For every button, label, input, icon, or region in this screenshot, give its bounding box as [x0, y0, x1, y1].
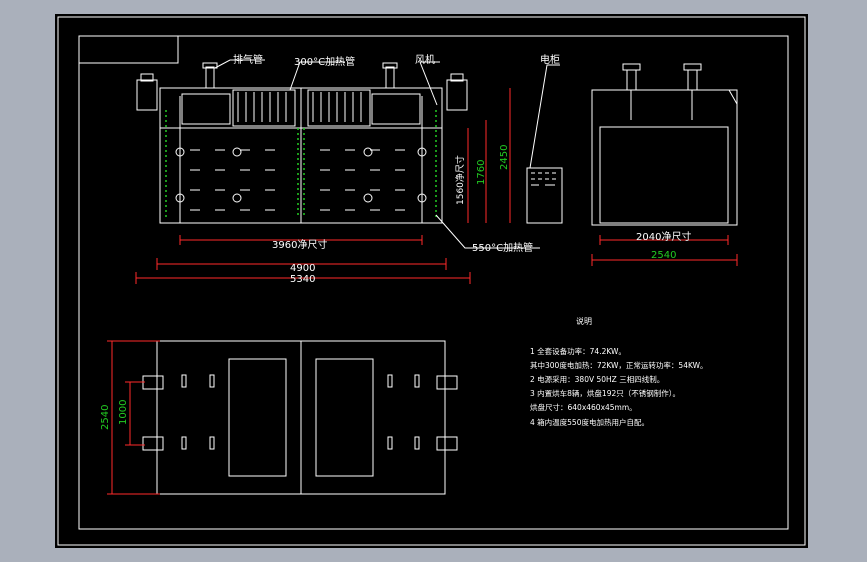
leaders [214, 59, 560, 249]
note-line: 3 内置烘车8辆，烘盘192只（不锈钢制作）。 [530, 388, 680, 398]
plan-dim-1000: 1000 [118, 400, 129, 425]
note-line: 烘盘尺寸：640x460x45mm。 [530, 402, 637, 412]
cart-trays [190, 149, 405, 211]
label-cabinet: 电柜 [540, 53, 560, 66]
plan-dim-2540: 2540 [100, 405, 111, 430]
label-heater-300: 300°C加热管 [294, 55, 355, 68]
note-line: 2 电源采用：380V 50HZ 三相四线制。 [530, 374, 664, 384]
label-fan: 风机 [415, 53, 435, 66]
front-view [136, 62, 468, 224]
drawing-paper [55, 14, 808, 548]
exhaust-pipe-left [205, 66, 215, 89]
front-dimensions [135, 88, 511, 284]
note-line: 其中300度电加热：72KW，正常运转功率：54KW。 [530, 360, 708, 370]
inner-border [78, 35, 789, 530]
side-view [591, 63, 738, 226]
electrical-cabinet [526, 167, 563, 224]
plan-cart-right [315, 358, 374, 477]
dim-inner-width: 3960净尺寸 [272, 238, 327, 251]
label-exhaust-pipe: 排气管 [233, 53, 263, 66]
note-line: 1 全套设备功率：74.2KW。 [530, 346, 626, 356]
dim-4900: 4900 [290, 263, 315, 274]
side-dimensions [591, 235, 738, 266]
label-heater-550: 550°C加热管 [472, 241, 533, 254]
title-corner-block [79, 36, 179, 64]
plan-cart-left [228, 358, 287, 477]
dim-inner-height: 1560净尺寸 [454, 155, 466, 205]
side-dim-inner: 2040净尺寸 [636, 230, 691, 243]
fan-left [136, 79, 158, 111]
heater-tubes-550 [165, 110, 437, 218]
outer-border [57, 16, 806, 546]
fan-right [446, 79, 468, 111]
plan-view [142, 340, 458, 495]
note-line: 4 箱内温度550度电加热用户自配。 [530, 417, 649, 427]
dim-2450: 2450 [499, 145, 510, 170]
dim-5340: 5340 [290, 274, 315, 285]
exhaust-pipe-right [385, 66, 395, 89]
heater-tubes-300 [237, 92, 362, 122]
notes-lines: 1 全套设备功率：74.2KW。 其中300度电加热：72KW，正常运转功率：5… [530, 346, 708, 427]
dim-1760: 1760 [476, 160, 487, 185]
plan-dimensions [107, 340, 160, 495]
notes-title: 说明 [576, 316, 592, 326]
side-dim-overall: 2540 [651, 250, 676, 261]
